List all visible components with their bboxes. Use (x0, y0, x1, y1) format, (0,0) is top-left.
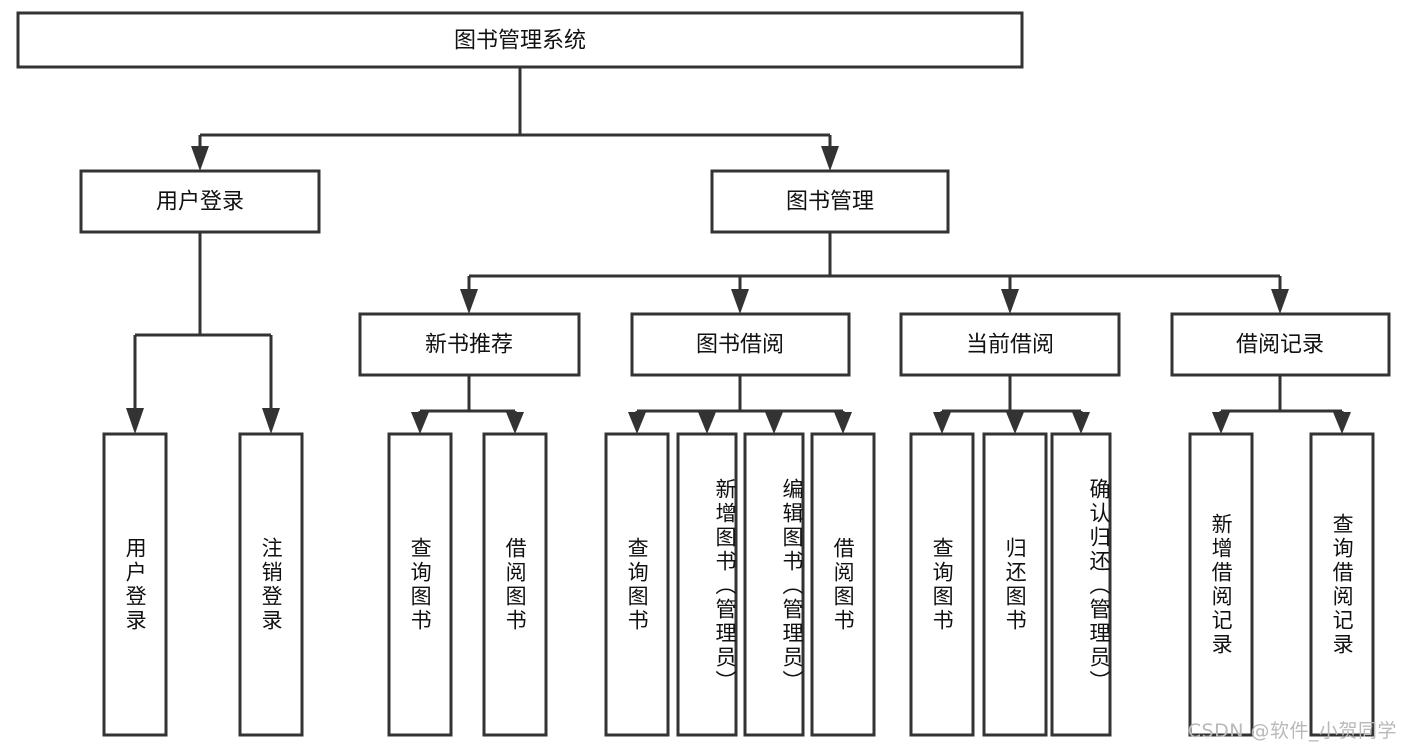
arrow-head-leaf-query-book-2 (628, 412, 646, 434)
node-book-borrow[interactable]: 图书借阅 (630, 312, 851, 377)
node-borrow-record[interactable]: 借阅记录 (1170, 312, 1391, 377)
leaf-box-confirm-return[interactable] (1050, 432, 1112, 737)
node-current-borrow-box[interactable] (899, 312, 1121, 377)
arrow-head-leaf-confirm-return (1072, 412, 1090, 434)
arrow-head-borrow-record (1271, 289, 1289, 314)
arrow-head-leaf-borrow-book-2 (834, 412, 852, 434)
node-user-login[interactable]: 用户登录 (79, 169, 321, 234)
leaf-box-return-book[interactable] (982, 432, 1048, 737)
node-new-book-rec-box[interactable] (358, 312, 581, 377)
node-new-book-rec[interactable]: 新书推荐 (358, 312, 581, 377)
arrow-head-current-borrow (1001, 289, 1019, 314)
connector-layer (126, 67, 1351, 434)
arrow-head-leaf-logout (262, 408, 280, 434)
arrow-head-user-login (191, 146, 209, 171)
arrow-head-leaf-borrow-book-1 (506, 412, 524, 434)
leaf-box-layer (102, 432, 1375, 737)
leaf-box-query-book-2[interactable] (604, 432, 670, 737)
node-book-mgmt[interactable]: 图书管理 (710, 169, 950, 234)
arrow-head-book-mgmt (821, 146, 839, 171)
node-current-borrow-label: 当前借阅 (966, 333, 1054, 358)
watermark: CSDN @软件_小贺同学 (1187, 720, 1397, 742)
leaf-box-query-book-1[interactable] (387, 432, 453, 737)
node-book-mgmt-box[interactable] (710, 169, 950, 234)
node-book-borrow-box[interactable] (630, 312, 851, 377)
arrow-head-book-borrow (731, 289, 749, 314)
leaf-box-logout[interactable] (238, 432, 304, 737)
leaf-box-query-record[interactable] (1309, 432, 1375, 737)
arrow-head-leaf-edit-book (765, 412, 783, 434)
arrow-head-leaf-add-book (698, 412, 716, 434)
arrow-head-leaf-user-login (126, 408, 144, 434)
node-current-borrow[interactable]: 当前借阅 (899, 312, 1121, 377)
leaf-box-edit-book[interactable] (743, 432, 805, 737)
arrow-head-leaf-query-book-3 (933, 412, 951, 434)
leaf-box-borrow-book-2[interactable] (810, 432, 876, 737)
node-user-login-label: 用户登录 (156, 190, 244, 215)
node-root-box[interactable] (16, 11, 1024, 69)
node-book-borrow-label: 图书借阅 (696, 333, 784, 358)
node-borrow-record-label: 借阅记录 (1236, 333, 1324, 358)
arrow-head-leaf-query-record (1333, 412, 1351, 434)
node-borrow-record-box[interactable] (1170, 312, 1391, 377)
leaf-box-add-book[interactable] (676, 432, 738, 737)
arrow-head-new-book-rec (460, 289, 478, 314)
node-new-book-rec-label: 新书推荐 (425, 333, 513, 358)
leaf-box-add-record[interactable] (1188, 432, 1254, 737)
leaf-box-borrow-book-1[interactable] (482, 432, 548, 737)
node-root-label: 图书管理系统 (454, 29, 586, 54)
arrow-head-leaf-return-book (1006, 412, 1024, 434)
node-root[interactable]: 图书管理系统 (16, 11, 1024, 69)
arrow-head-leaf-query-book-1 (411, 412, 429, 434)
node-book-mgmt-label: 图书管理 (786, 190, 874, 215)
leaf-box-user-login[interactable] (102, 432, 168, 737)
leaf-box-query-book-3[interactable] (909, 432, 975, 737)
node-user-login-box[interactable] (79, 169, 321, 234)
arrow-head-leaf-add-record (1212, 412, 1230, 434)
